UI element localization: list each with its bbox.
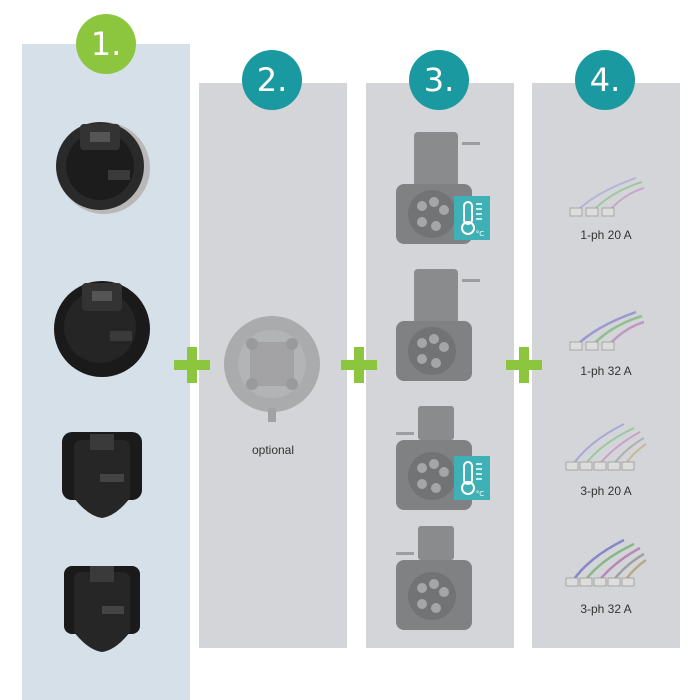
round-socket-housing-image	[56, 122, 150, 214]
step-4-badge: 4.	[575, 50, 635, 110]
adapter-flange-image	[224, 316, 320, 422]
square-socket-housing-image	[62, 432, 142, 518]
cable-set-image	[569, 310, 645, 351]
charging-socket-image	[396, 526, 472, 630]
cable-caption: 1-ph 20 A	[580, 228, 632, 242]
plus-icon	[506, 347, 542, 383]
step-1-badge: 1.	[76, 14, 136, 74]
svg-text:°C: °C	[476, 490, 485, 498]
step-3-badge: 3.	[409, 50, 469, 110]
svg-text:°C: °C	[476, 230, 485, 238]
cable-set-image	[569, 177, 645, 217]
charging-socket-image	[396, 406, 472, 510]
thermometer-celsius-icon: °C	[454, 196, 490, 240]
cable-set-image	[565, 538, 647, 587]
plus-icon	[341, 347, 377, 383]
cable-caption: 1-ph 32 A	[580, 364, 632, 378]
round-socket-housing-black-image	[54, 281, 150, 377]
square-socket-housing-flap-image	[64, 566, 140, 652]
charging-socket-image	[396, 269, 480, 381]
plus-icon	[174, 347, 210, 383]
step-2-badge: 2.	[242, 50, 302, 110]
thermometer-celsius-icon: °C	[454, 456, 490, 500]
step-4-panel	[532, 83, 680, 648]
cable-caption: 3-ph 32 A	[580, 602, 632, 616]
optional-caption: optional	[251, 443, 295, 457]
charging-socket-image	[396, 132, 480, 244]
cable-caption: 3-ph 20 A	[580, 484, 632, 498]
cable-set-image	[565, 423, 647, 471]
